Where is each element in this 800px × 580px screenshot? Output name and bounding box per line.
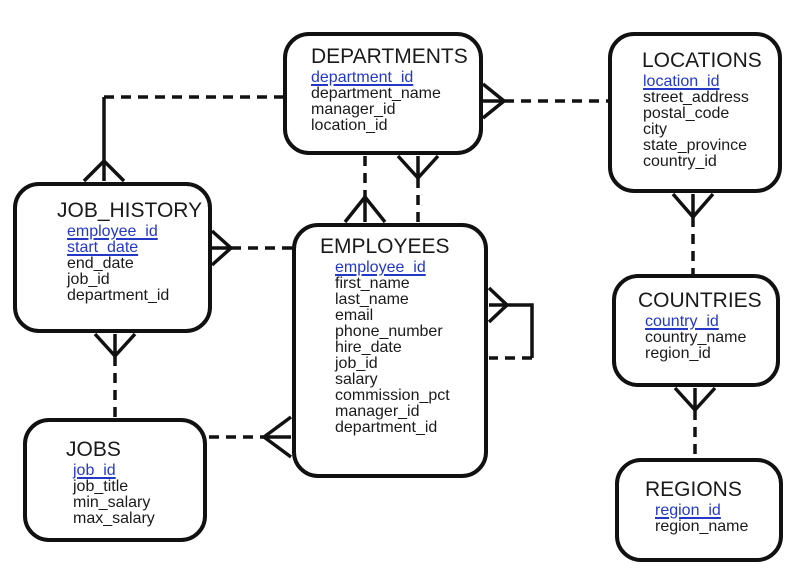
field: min_salary [73,494,151,511]
field: street_address [643,89,749,106]
relationship-employees-departments [343,156,387,224]
field: country_id [643,153,717,170]
field: location_id [311,117,388,134]
entity-title: REGIONS [645,478,742,501]
field: first_name [335,275,410,292]
entity-title: COUNTRIES [638,289,762,312]
entity-jobs: JOBS job_id job_title min_salary max_sal… [23,418,207,542]
field-list: employee_id start_date end_date job_id d… [17,224,208,304]
field: country_name [645,329,747,346]
field-list: employee_id first_name last_name email p… [296,260,484,436]
field-primary-key: location_id [643,73,720,90]
relationship-departments-locations [481,82,608,120]
field: manager_id [335,403,420,420]
field: salary [335,371,378,388]
field-list: location_id street_address postal_code c… [612,74,778,170]
entity-title: DEPARTMENTS [311,45,468,68]
field: job_id [67,271,110,288]
field-list: country_id country_name region_id [616,314,776,362]
entity-locations: LOCATIONS location_id street_address pos… [608,32,782,193]
field: manager_id [311,101,396,118]
field-primary-key: employee_id [67,223,158,240]
entity-job-history: JOB_HISTORY employee_id start_date end_d… [13,182,212,333]
relationship-job-history-jobs [93,332,137,418]
field: hire_date [335,339,402,356]
field: job_title [73,478,129,495]
field: postal_code [643,105,730,122]
field: city [643,121,667,138]
field: region_name [655,518,749,535]
entity-title: LOCATIONS [642,49,762,72]
relationship-job-history-departments [82,95,283,183]
field-primary-key: job_id [73,462,116,479]
field-primary-key: start_date [67,239,139,256]
entity-employees: EMPLOYEES employee_id first_name last_na… [292,223,488,478]
relationship-countries-regions [673,386,717,458]
relationship-departments-manager-employees [396,154,440,222]
field: last_name [335,291,409,308]
entity-title: JOB_HISTORY [57,199,203,222]
field: department_name [311,85,441,102]
entity-title: EMPLOYEES [320,235,450,258]
field: end_date [67,255,134,272]
entity-title: JOBS [66,438,121,461]
entity-departments: DEPARTMENTS department_id department_nam… [283,32,483,155]
field: state_province [643,137,748,154]
field-list: region_id region_name [619,503,779,535]
entity-regions: REGIONS region_id region_name [615,458,783,562]
field: phone_number [335,323,443,340]
field-primary-key: region_id [655,502,721,519]
field-list: job_id job_title min_salary max_salary [27,463,203,527]
field-primary-key: employee_id [335,259,426,276]
field: email [335,307,374,324]
field: job_id [335,355,378,372]
field-primary-key: department_id [311,69,414,86]
relationship-employees-jobs [209,415,293,459]
field: region_id [645,345,711,362]
entity-countries: COUNTRIES country_id country_name region… [612,274,780,387]
relationship-employees-self-manager [487,286,534,360]
relationship-locations-countries [671,192,715,274]
field: commission_pct [335,387,450,404]
field: max_salary [73,510,155,527]
field: department_id [67,287,170,304]
field-primary-key: country_id [645,313,719,330]
field: department_id [335,419,438,436]
relationship-job-history-employees [210,229,292,267]
field-list: department_id department_name manager_id… [287,70,479,134]
